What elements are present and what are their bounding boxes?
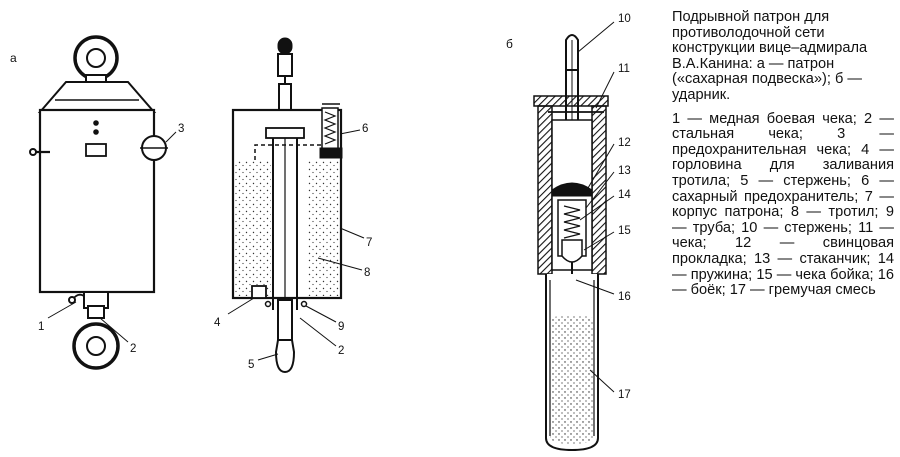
callout-2b: 2 [338, 345, 344, 357]
figure-caption: Подрывной патрон для противолодочной сет… [672, 9, 894, 299]
top-cap-plate [533, 95, 609, 107]
callout-5: 5 [248, 359, 254, 371]
fulminate-tube [545, 274, 599, 452]
housing-wall-left [537, 105, 553, 275]
cartridge-body [37, 81, 157, 294]
bottom-connector [68, 291, 109, 319]
caption-legend: 1 — медная боевая чека; 2 — стальная чек… [672, 110, 894, 299]
callout-3: 3 [178, 123, 184, 135]
callout-13: 13 [618, 165, 631, 177]
callout-8: 8 [364, 267, 370, 279]
tnt-fill-right [307, 160, 339, 296]
callout-12: 12 [618, 137, 631, 149]
sugar-fuse [319, 103, 343, 159]
callout-4: 4 [214, 317, 221, 329]
panel-b-label: б [506, 37, 513, 51]
callout-15: 15 [618, 225, 631, 237]
lead-gasket [551, 182, 593, 197]
housing-wall-right [591, 105, 607, 275]
cartridge-section-view [227, 37, 365, 374]
safety-pin [140, 135, 168, 161]
central-tube [272, 130, 298, 310]
callout-17: 17 [618, 389, 631, 401]
fulminate-mixture [550, 315, 594, 444]
callout-10: 10 [618, 13, 631, 25]
callout-9: 9 [338, 321, 344, 333]
callout-14: 14 [618, 189, 631, 201]
filler-neck [251, 285, 267, 299]
tnt-fill-left [235, 160, 271, 296]
callout-11: 11 [618, 63, 630, 75]
callout-1: 1 [38, 321, 44, 333]
callout-2: 2 [130, 343, 136, 355]
bottom-lifting-eye [72, 322, 120, 370]
side-pin-left [29, 148, 50, 156]
callout-6: 6 [362, 123, 368, 135]
caption-title: Подрывной патрон для противолодочной сет… [672, 9, 868, 103]
panel-a-label: а [10, 51, 17, 65]
inner-cup-spring [557, 199, 587, 263]
callout-7: 7 [366, 237, 372, 249]
callout-16: 16 [618, 291, 631, 303]
top-rod [277, 37, 293, 113]
striker-section-view [533, 21, 615, 452]
cartridge-exterior-view [29, 35, 177, 370]
bottom-rod [274, 299, 296, 374]
